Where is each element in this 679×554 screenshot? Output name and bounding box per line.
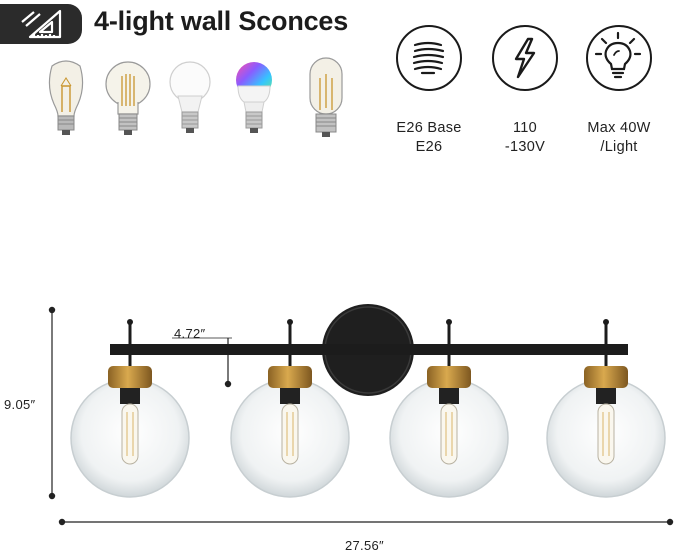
sconce-fixture — [70, 304, 666, 498]
spec-label-wattage: Max 40W /Light — [564, 119, 674, 157]
spec-base-line1: E26 Base — [396, 120, 462, 136]
lightning-bolt-icon — [492, 25, 558, 91]
tubular-t-bulb-icon — [309, 57, 343, 137]
width-dimension: 27.56″ — [345, 538, 384, 553]
led-a19-bulb-icon — [169, 61, 211, 133]
light-4 — [546, 319, 666, 498]
light-3 — [389, 319, 509, 498]
spec-voltage-line1: 110 — [512, 120, 538, 136]
spec-label-voltage: 110 -130V — [470, 119, 580, 157]
light-bulb-icon — [586, 25, 652, 91]
ruler-triangle-icon — [21, 9, 62, 39]
title-badge — [0, 4, 82, 44]
edison-st64-bulb-icon — [48, 60, 84, 135]
spec-wattage-line1: Max 40W — [587, 120, 651, 136]
height-dimension: 9.05″ — [4, 397, 36, 412]
bulb-drop-dimension: 4.72″ — [174, 326, 206, 341]
spec-base-line2: E26 — [415, 139, 443, 155]
spec-voltage-line2: -130V — [504, 139, 546, 155]
spec-wattage-line2: /Light — [600, 139, 638, 155]
spec-label-base: E26 Base E26 — [374, 119, 484, 157]
compatible-bulbs — [40, 56, 360, 146]
light-2 — [230, 319, 350, 498]
page-title: 4-light wall Sconces — [94, 6, 349, 36]
filament-a19-bulb-icon — [105, 61, 151, 135]
light-1 — [70, 319, 190, 498]
e26-base-icon — [396, 25, 462, 91]
smart-rgb-bulb-icon — [236, 62, 272, 133]
crossbar — [110, 344, 628, 355]
